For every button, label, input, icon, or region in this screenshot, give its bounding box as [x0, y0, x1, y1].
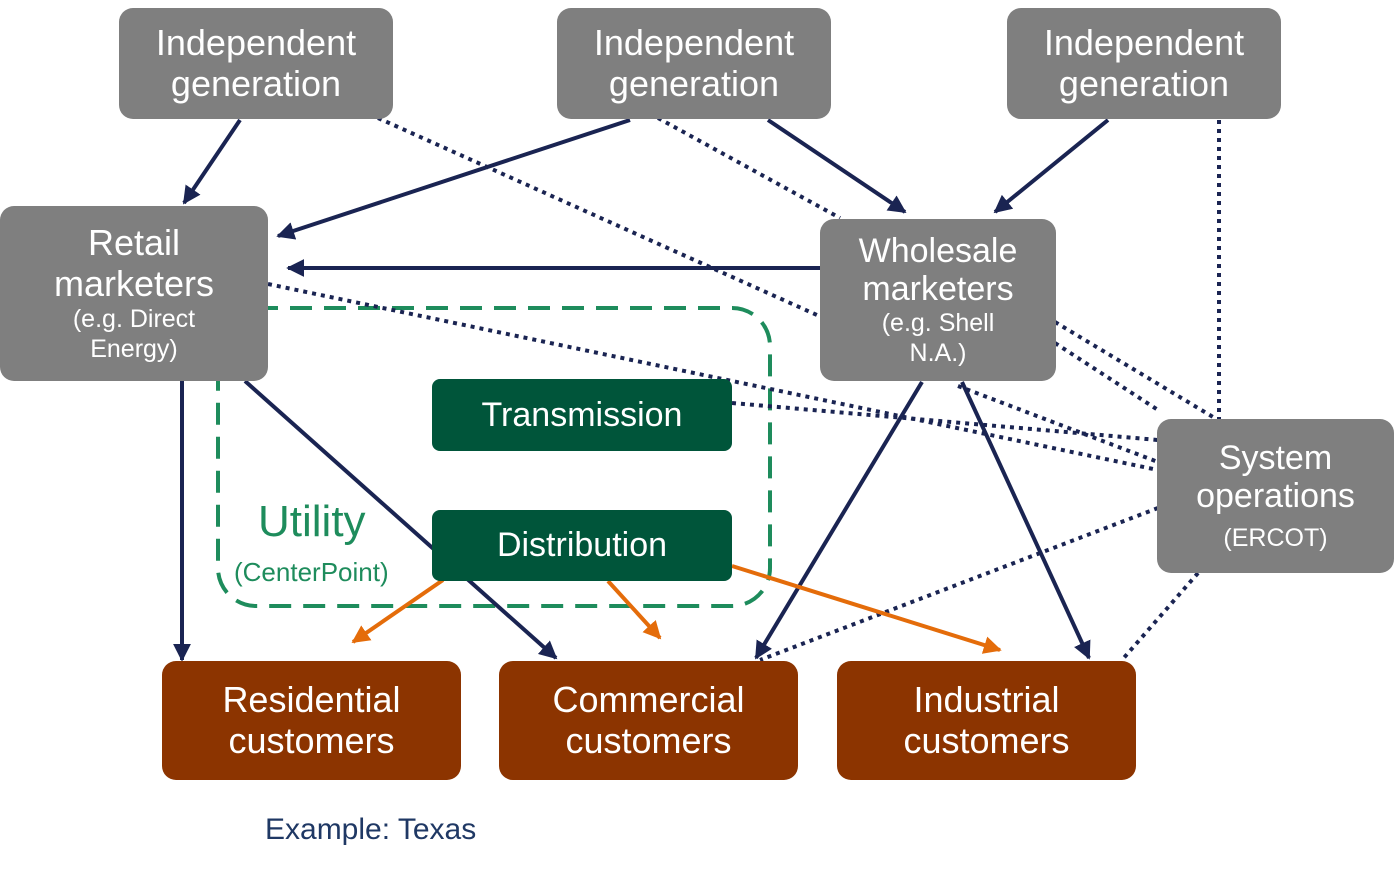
- residential-line1: Residential: [222, 679, 401, 721]
- commercial-line1: Commercial: [552, 679, 745, 721]
- system-operations: System operations (ERCOT): [1157, 419, 1394, 573]
- independent-generation-left: Independent generation: [119, 8, 393, 119]
- gen-middle-line1: Independent: [593, 22, 795, 64]
- wholesale-marketers: Wholesale marketers (e.g. Shell N.A.): [820, 219, 1056, 381]
- utility-boundary: [216, 306, 772, 608]
- gen-left-line2: generation: [170, 62, 342, 104]
- caption: Example: Texas: [265, 813, 477, 846]
- industrial-line1: Industrial: [913, 679, 1060, 721]
- wholesale-sub2: N.A.): [909, 339, 967, 368]
- gen-right-line2: generation: [1058, 62, 1230, 104]
- arrow-gen-right-wholesale: [993, 118, 1110, 214]
- dotted-lines: [267, 116, 1221, 662]
- dotted-wholesale-system-b: [1053, 341, 1160, 412]
- retail-marketers: Retail marketers (e.g. Direct Energy): [0, 206, 268, 381]
- dotted-gen-left-system: [377, 116, 829, 322]
- dotted-wholesale-system-a: [1053, 320, 1220, 422]
- transmission-label: Transmission: [481, 395, 683, 434]
- gen-left-line1: Independent: [155, 22, 357, 64]
- residential-line2: customers: [228, 719, 395, 761]
- arrow-distribution-residential: [351, 578, 445, 644]
- gen-middle-line2: generation: [608, 62, 780, 104]
- solid-arrows: [173, 118, 1110, 662]
- distribution-label: Distribution: [496, 526, 668, 565]
- dotted-gen-middle-wholesale: [657, 116, 841, 220]
- dotted-transmission-system: [731, 401, 1159, 442]
- system-sub1: (ERCOT): [1223, 524, 1328, 553]
- wholesale-line1: Wholesale: [858, 231, 1018, 270]
- arrow-gen-middle-retail: [276, 118, 631, 240]
- wholesale-line2: marketers: [862, 270, 1014, 308]
- commercial-line2: customers: [565, 719, 732, 761]
- transmission-box: Transmission: [432, 379, 732, 451]
- residential-customers: Residential customers: [162, 661, 461, 780]
- industrial-line2: customers: [903, 719, 1070, 761]
- arrow-distribution-industrial: [731, 564, 1002, 654]
- dotted-system-industrial: [1120, 571, 1200, 662]
- independent-generation-right: Independent generation: [1007, 8, 1281, 119]
- dotted-retail-system: [267, 282, 1159, 472]
- distribution-arrows: [351, 564, 1002, 654]
- arrow-gen-left-retail: [182, 118, 242, 205]
- wholesale-sub1: (e.g. Shell: [881, 309, 995, 338]
- gen-right-line1: Independent: [1043, 22, 1245, 64]
- arrow-gen-middle-wholesale: [766, 118, 907, 214]
- arrow-distribution-commercial: [606, 579, 662, 640]
- retail-line2: marketers: [53, 262, 215, 304]
- retail-sub2: Energy): [90, 334, 178, 363]
- independent-generation-middle: Independent generation: [557, 8, 831, 119]
- system-line1: System: [1218, 438, 1333, 477]
- arrow-wholesale-industrial: [960, 381, 1091, 660]
- industrial-customers: Industrial customers: [837, 661, 1136, 780]
- commercial-customers: Commercial customers: [499, 661, 798, 780]
- retail-line1: Retail: [87, 222, 181, 264]
- utility-subtitle: (CenterPoint): [234, 557, 389, 587]
- dotted-wholesale-system-c: [957, 384, 1159, 464]
- utility-title: Utility: [258, 497, 366, 546]
- distribution-box: Distribution: [432, 510, 732, 581]
- retail-sub1: (e.g. Direct: [72, 304, 196, 333]
- arrow-wholesale-commercial: [754, 380, 924, 660]
- arrow-retail-commercial: [243, 379, 558, 660]
- system-line2: operations: [1196, 477, 1355, 515]
